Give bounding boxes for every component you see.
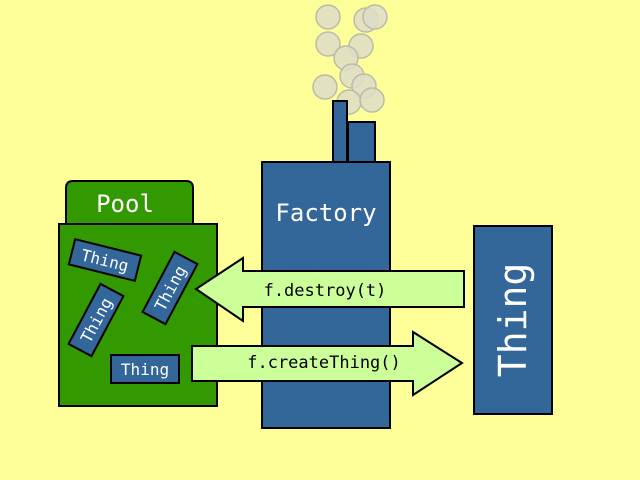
smoke-puff [315, 4, 341, 30]
smoke-puff [312, 74, 338, 100]
thing-box [473, 225, 553, 415]
pool-thing-label: Thing [121, 360, 169, 379]
smoke-puff [362, 4, 388, 30]
pool-thing: Thing [67, 237, 143, 283]
destroy-arrow [194, 256, 465, 323]
smoke-cloud [312, 4, 388, 115]
create-arrow [191, 330, 464, 397]
create-arrow-label: f.createThing() [247, 353, 401, 373]
pool-label: Pool [96, 190, 154, 218]
pool-thing: Thing [67, 282, 125, 358]
thing-label: Thing [491, 263, 535, 377]
destroy-arrow-label: f.destroy(t) [264, 281, 387, 301]
pool-thing: Thing [110, 354, 180, 384]
smoke-puff [315, 31, 341, 57]
factory-label: Factory [275, 199, 376, 227]
factory-chimney-left [332, 100, 348, 164]
pool-tab [65, 180, 194, 225]
factory-chimney-right [347, 121, 376, 164]
smoke-puff [359, 87, 385, 113]
